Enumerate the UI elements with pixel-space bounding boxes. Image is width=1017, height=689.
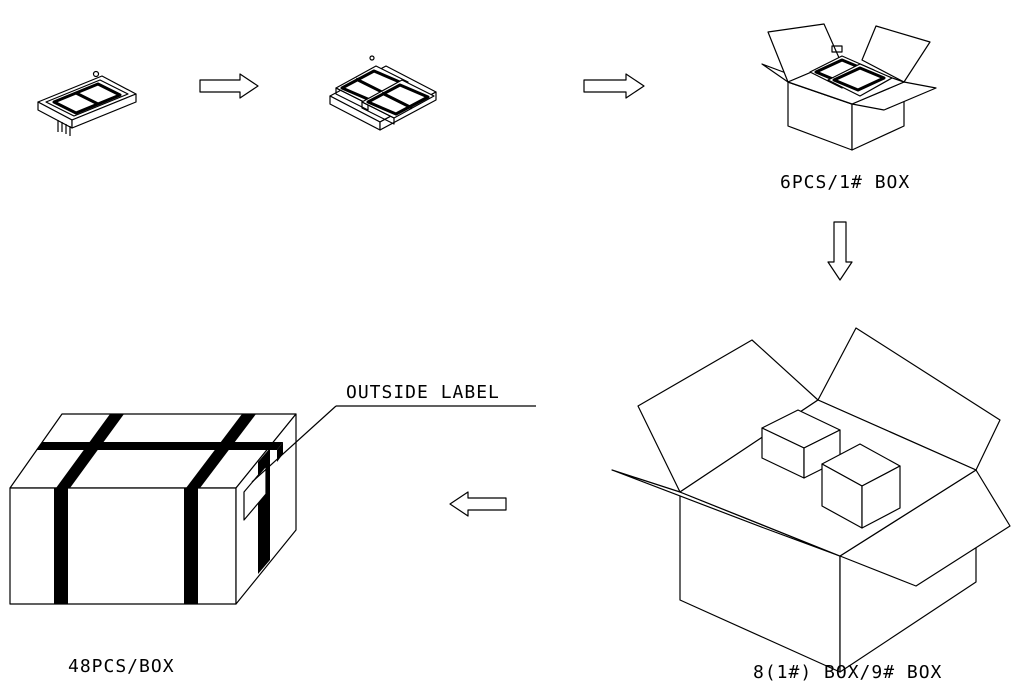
carton-caption: 48PCS/BOX — [68, 656, 175, 677]
small-box-caption: 6PCS/1# BOX — [780, 172, 911, 193]
hollow-arrow-icon — [449, 491, 507, 517]
outside-label-text: OUTSIDE LABEL — [346, 382, 500, 403]
outside-label-leader — [251, 405, 536, 483]
sealed-carton — [9, 413, 297, 605]
big-box-9 — [611, 327, 1011, 673]
single-display-module — [37, 70, 137, 136]
big-box-caption: 8(1#) BOX/9# BOX — [753, 662, 943, 683]
small-box-1 — [761, 23, 937, 151]
display-tray — [329, 55, 437, 131]
hollow-arrow-icon — [583, 73, 645, 99]
hollow-arrow-icon — [827, 221, 853, 281]
hollow-arrow-icon — [199, 73, 259, 99]
